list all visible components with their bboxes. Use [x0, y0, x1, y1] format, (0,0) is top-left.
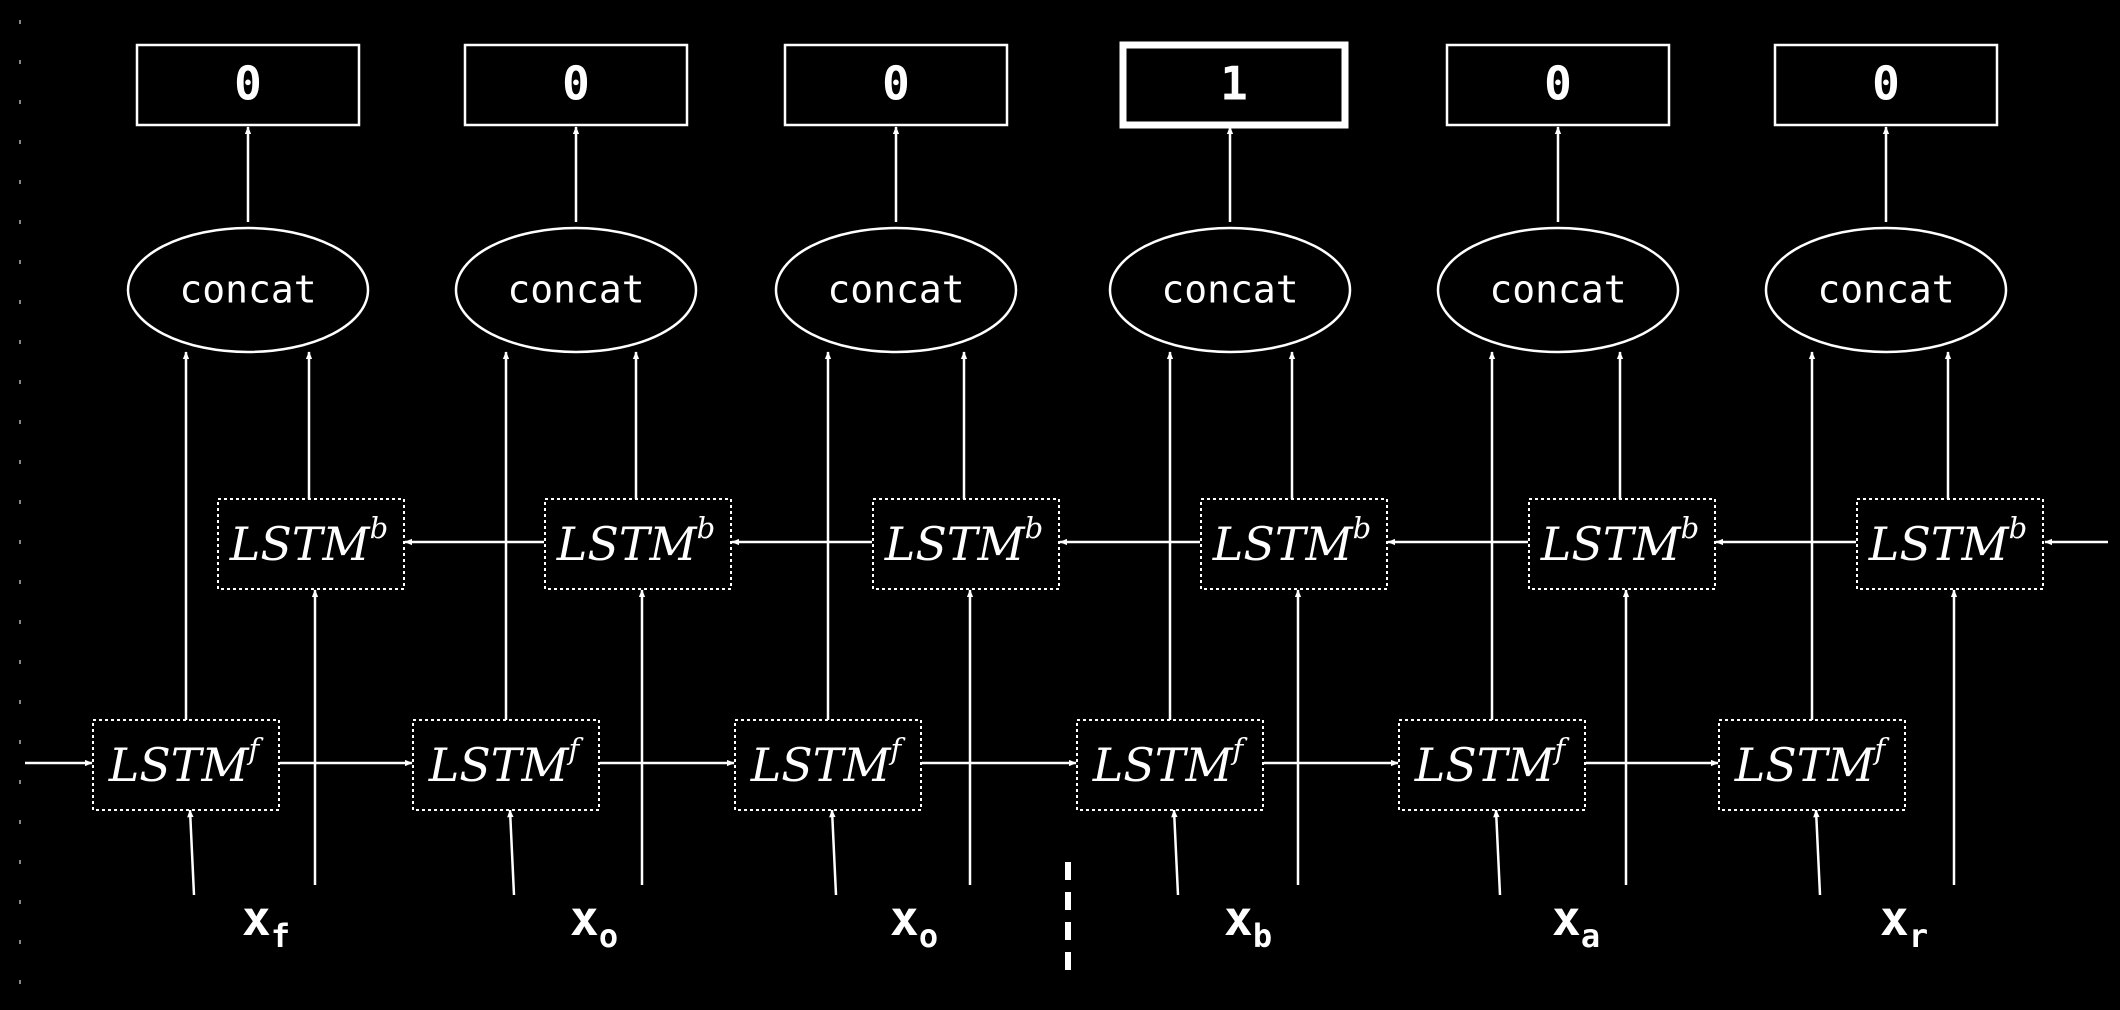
lstm-forward-label: LSTMf	[750, 732, 907, 792]
output-label: 0	[1544, 57, 1572, 111]
lstm-backward-label-superscript: b	[370, 511, 389, 545]
output-box	[1773, 43, 1999, 127]
input-to-forward-arrow	[507, 809, 516, 896]
lstm-backward-label-base: LSTM	[1868, 517, 2011, 571]
lstm-forward-label: LSTMf	[1092, 732, 1249, 792]
lstm-forward-cell	[1718, 719, 1906, 811]
output-label: 0	[234, 57, 262, 111]
lstm-backward-cell	[1856, 498, 2044, 590]
output-label: 0	[882, 57, 910, 111]
lstm-backward-label: LSTMb	[556, 511, 715, 571]
concat-label: concat	[1817, 268, 1954, 312]
input-token-label: xr	[1880, 891, 1928, 955]
input-token-base: x	[242, 891, 271, 947]
lstm-backward-cell	[217, 498, 405, 590]
lstm-backward-label-superscript: b	[697, 511, 716, 545]
input-to-forward-arrow	[1171, 809, 1180, 896]
concat-label: concat	[1161, 268, 1298, 312]
output-label: 0	[562, 57, 590, 111]
lstm-backward-label: LSTMb	[1212, 511, 1371, 571]
lstm-backward-label: LSTMb	[884, 511, 1043, 571]
lstm-forward-label: LSTMf	[1734, 732, 1891, 792]
connections	[25, 126, 2108, 896]
input-to-forward-arrow	[187, 809, 196, 896]
lstm-forward-cell	[734, 719, 922, 811]
output-box	[463, 43, 689, 127]
lstm-forward-label: LSTMf	[1414, 732, 1571, 792]
input-token-subscript: f	[271, 917, 290, 955]
input-token-base: x	[570, 891, 599, 947]
lstm-forward-label-base: LSTM	[1734, 738, 1877, 792]
lstm-forward-label-base: LSTM	[108, 738, 251, 792]
lstm-backward-label-superscript: b	[1353, 511, 1372, 545]
lstm-forward-label-base: LSTM	[1414, 738, 1557, 792]
lstm-backward-label: LSTMb	[1540, 511, 1699, 571]
lstm-backward-cell	[872, 498, 1060, 590]
input-token-subscript: o	[919, 917, 938, 955]
lstm-forward-cell	[412, 719, 600, 811]
lstm-backward-label-base: LSTM	[1212, 517, 1355, 571]
concat-node	[1436, 226, 1680, 354]
input-token-subscript: o	[599, 917, 618, 955]
lstm-backward-label: LSTMb	[1868, 511, 2027, 571]
input-token-label: xo	[570, 891, 618, 955]
input-to-forward-arrow	[1813, 809, 1822, 896]
lstm-backward-label-superscript: b	[1681, 511, 1700, 545]
output-box	[783, 43, 1009, 127]
input-token-subscript: b	[1253, 917, 1272, 955]
input-token-base: x	[1224, 891, 1253, 947]
input-to-forward-arrow	[829, 809, 838, 896]
lstm-backward-label-base: LSTM	[229, 517, 372, 571]
lstm-backward-label-base: LSTM	[884, 517, 1027, 571]
lstm-forward-label-base: LSTM	[428, 738, 571, 792]
input-token-subscript: a	[1581, 917, 1600, 955]
lstm-backward-cell	[1528, 498, 1716, 590]
lstm-backward-cell	[1200, 498, 1388, 590]
concat-node	[1764, 226, 2008, 354]
lstm-backward-label-base: LSTM	[1540, 517, 1683, 571]
input-token-base: x	[890, 891, 919, 947]
input-token-base: x	[1552, 891, 1581, 947]
lstm-backward-label: LSTMb	[229, 511, 388, 571]
lstm-forward-cell	[1398, 719, 1586, 811]
concat-label: concat	[1489, 268, 1626, 312]
input-token-subscript: r	[1909, 917, 1928, 955]
output-label: 1	[1220, 57, 1248, 111]
output-box	[135, 43, 361, 127]
concat-node	[1108, 226, 1352, 354]
input-to-forward-arrow	[1493, 809, 1502, 896]
lstm-forward-label: LSTMf	[428, 732, 585, 792]
concat-label: concat	[179, 268, 316, 312]
lstm-forward-cell	[92, 719, 280, 811]
lstm-backward-label-superscript: b	[1025, 511, 1044, 545]
output-box-highlighted	[1119, 41, 1349, 129]
lstm-forward-cell	[1076, 719, 1264, 811]
lstm-forward-label-base: LSTM	[750, 738, 893, 792]
nodes: 0concatLSTMbLSTMfxf0concatLSTMbLSTMfxo0c…	[92, 41, 2044, 955]
concat-node	[774, 226, 1018, 354]
output-label: 0	[1872, 57, 1900, 111]
input-token-label: xf	[242, 891, 290, 955]
lstm-backward-label-superscript: b	[2009, 511, 2028, 545]
input-token-base: x	[1880, 891, 1909, 947]
concat-node	[454, 226, 698, 354]
concat-label: concat	[827, 268, 964, 312]
concat-node	[126, 226, 370, 354]
input-token-label: xo	[890, 891, 938, 955]
output-box	[1445, 43, 1671, 127]
input-token-label: xa	[1552, 891, 1600, 955]
lstm-forward-label-base: LSTM	[1092, 738, 1235, 792]
input-token-label: xb	[1224, 891, 1272, 955]
lstm-forward-label: LSTMf	[108, 732, 265, 792]
lstm-backward-label-base: LSTM	[556, 517, 699, 571]
concat-label: concat	[507, 268, 644, 312]
lstm-backward-cell	[544, 498, 732, 590]
